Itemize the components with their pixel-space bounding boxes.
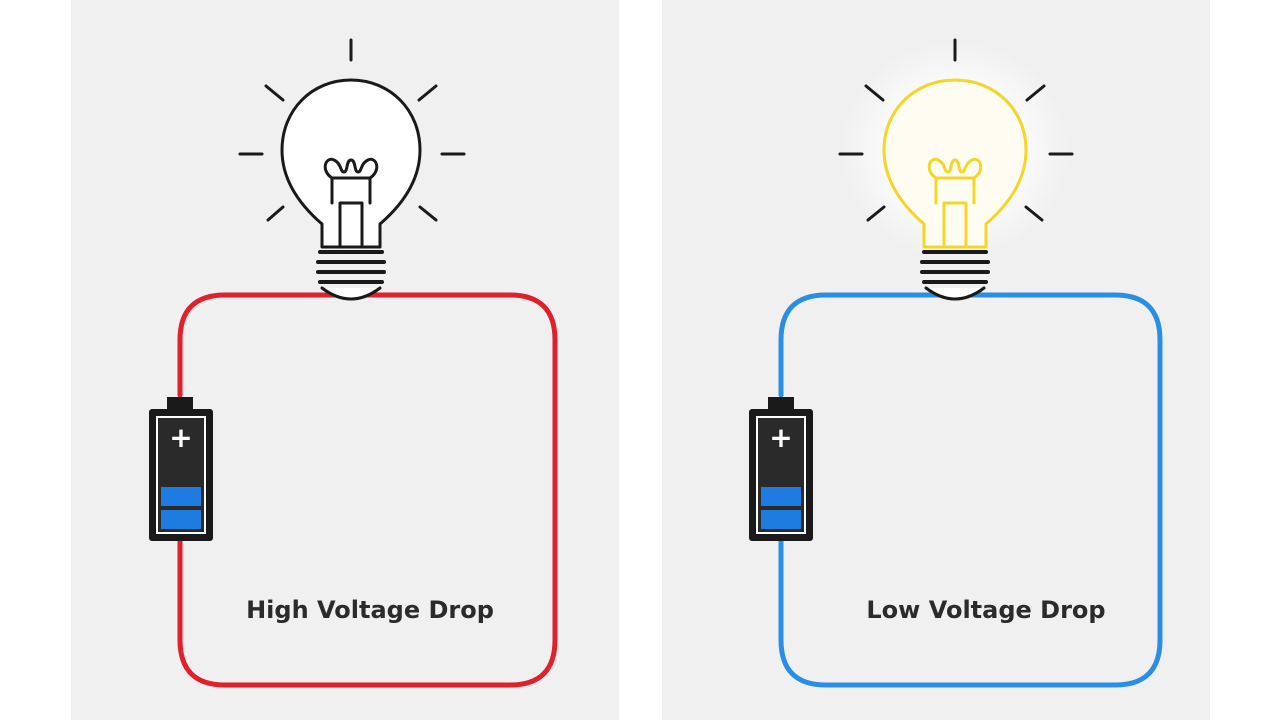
caption-high-voltage-drop: High Voltage Drop: [246, 596, 494, 624]
light-rays-right: [838, 38, 1074, 222]
light-rays-left: [238, 38, 466, 222]
battery-left: +: [149, 397, 213, 541]
circuit-high-drop: + High Voltage Drop: [149, 38, 558, 688]
wire-loop-left: [177, 292, 558, 688]
circuit-low-drop: + Low Voltage Drop: [749, 38, 1163, 688]
wire-loop-right: [778, 292, 1163, 688]
lightbulb-left-icon: [280, 78, 422, 301]
battery-plus-symbol: +: [169, 421, 192, 454]
battery-right: +: [749, 397, 813, 541]
lightbulb-right-icon: [882, 78, 1028, 301]
caption-low-voltage-drop: Low Voltage Drop: [866, 596, 1105, 624]
battery-plus-symbol-right: +: [769, 421, 792, 454]
